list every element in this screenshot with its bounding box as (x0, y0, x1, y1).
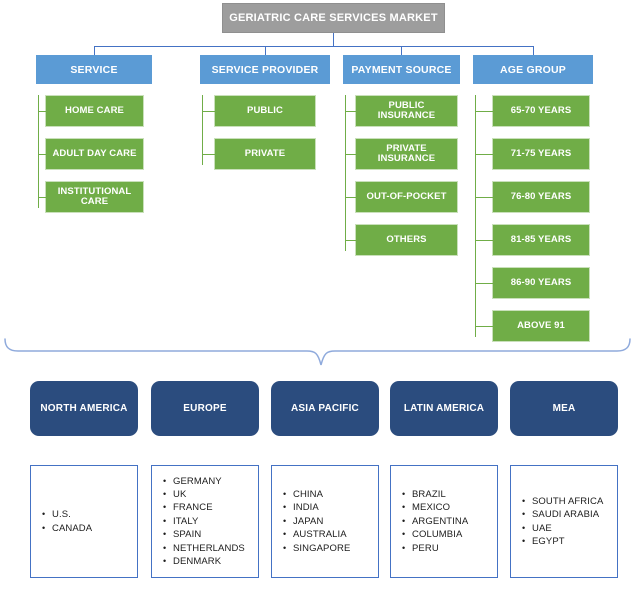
connector-payment-source-vline (345, 95, 346, 251)
country-item: U.S. (41, 508, 135, 522)
diagram-title: GERIATRIC CARE SERVICES MARKET (222, 3, 445, 33)
segment-item: 81-85 YEARS (475, 224, 590, 256)
segment-item: ADULT DAY CARE (38, 138, 144, 170)
segment-item: HOME CARE (38, 95, 144, 127)
country-item: DENMARK (162, 555, 256, 569)
region-label: MEA (510, 381, 618, 436)
country-item: ARGENTINA (401, 515, 495, 529)
connector-horizontal (94, 46, 534, 47)
region-latin-america: LATIN AMERICA BRAZIL MEXICO ARGENTINA CO… (390, 381, 498, 578)
country-item: COLUMBIA (401, 528, 495, 542)
country-list-north-america: U.S. CANADA (30, 465, 138, 578)
segment-item: INSTITUTIONAL CARE (38, 181, 144, 213)
country-item: CHINA (282, 488, 376, 502)
country-item: UK (162, 488, 256, 502)
connector-service-provider-vline (202, 95, 203, 165)
connector-service-vline (38, 95, 39, 208)
segment-item: 86-90 YEARS (475, 267, 590, 299)
connector-drop-age-group (533, 46, 534, 55)
country-list-latin-america: BRAZIL MEXICO ARGENTINA COLUMBIA PERU (390, 465, 498, 578)
segment-item: PRIVATE (202, 138, 316, 170)
brace-divider (4, 338, 631, 366)
region-asia-pacific: ASIA PACIFIC CHINA INDIA JAPAN AUSTRALIA… (271, 381, 379, 578)
region-label: LATIN AMERICA (390, 381, 498, 436)
segment-header-service: SERVICE (36, 55, 152, 84)
country-item: PERU (401, 542, 495, 556)
country-item: GERMANY (162, 475, 256, 489)
country-list-europe: GERMANY UK FRANCE ITALY SPAIN NETHERLAND… (151, 465, 259, 578)
region-label: EUROPE (151, 381, 259, 436)
country-item: SAUDI ARABIA (521, 508, 615, 522)
connector-drop-service (94, 46, 95, 55)
connector-drop-service-provider (265, 46, 266, 55)
connector-age-group-vline (475, 95, 476, 337)
country-item: SINGAPORE (282, 542, 376, 556)
country-item: SPAIN (162, 528, 256, 542)
segment-item: ABOVE 91 (475, 310, 590, 342)
segment-item: OUT-OF-POCKET (345, 181, 458, 213)
country-item: FRANCE (162, 501, 256, 515)
segment-header-payment-source: PAYMENT SOURCE (343, 55, 460, 84)
country-item: AUSTRALIA (282, 528, 376, 542)
segment-item: OTHERS (345, 224, 458, 256)
region-north-america: NORTH AMERICA U.S. CANADA (30, 381, 138, 578)
segment-payment-source: PAYMENT SOURCE PUBLIC INSURANCE PRIVATE … (343, 55, 460, 256)
segment-service-provider: SERVICE PROVIDER PUBLIC PRIVATE (200, 55, 330, 170)
region-europe: EUROPE GERMANY UK FRANCE ITALY SPAIN NET… (151, 381, 259, 578)
country-item: ITALY (162, 515, 256, 529)
country-list-asia-pacific: CHINA INDIA JAPAN AUSTRALIA SINGAPORE (271, 465, 379, 578)
country-item: NETHERLANDS (162, 542, 256, 556)
country-item: UAE (521, 522, 615, 536)
connector-drop-payment-source (401, 46, 402, 55)
region-mea: MEA SOUTH AFRICA SAUDI ARABIA UAE EGYPT (510, 381, 618, 578)
segment-service: SERVICE HOME CARE ADULT DAY CARE INSTITU… (36, 55, 152, 213)
segment-header-age-group: AGE GROUP (473, 55, 593, 84)
country-item: EGYPT (521, 535, 615, 549)
segment-item: 76-80 YEARS (475, 181, 590, 213)
segment-item: PUBLIC (202, 95, 316, 127)
country-item: SOUTH AFRICA (521, 495, 615, 509)
segment-item: 71-75 YEARS (475, 138, 590, 170)
country-item: JAPAN (282, 515, 376, 529)
region-label: NORTH AMERICA (30, 381, 138, 436)
segment-header-service-provider: SERVICE PROVIDER (200, 55, 330, 84)
country-list-mea: SOUTH AFRICA SAUDI ARABIA UAE EGYPT (510, 465, 618, 578)
segment-item: PRIVATE INSURANCE (345, 138, 458, 170)
segment-age-group: AGE GROUP 65-70 YEARS 71-75 YEARS 76-80 … (473, 55, 593, 342)
segment-item: PUBLIC INSURANCE (345, 95, 458, 127)
region-label: ASIA PACIFIC (271, 381, 379, 436)
segment-item: 65-70 YEARS (475, 95, 590, 127)
country-item: BRAZIL (401, 488, 495, 502)
country-item: MEXICO (401, 501, 495, 515)
country-item: CANADA (41, 522, 135, 536)
country-item: INDIA (282, 501, 376, 515)
connector-title-stub (333, 33, 334, 47)
